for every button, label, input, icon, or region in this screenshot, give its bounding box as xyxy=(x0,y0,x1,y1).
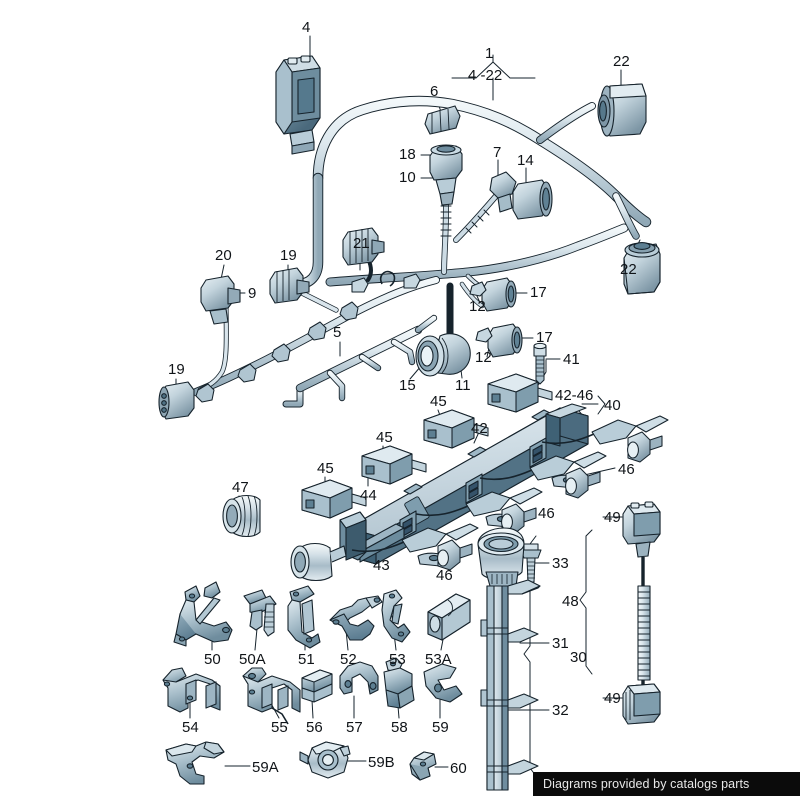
callout-44: 44 xyxy=(360,487,377,504)
callout-59A: 59A xyxy=(252,759,279,776)
callout-55: 55 xyxy=(271,719,288,736)
callout-57: 57 xyxy=(346,719,363,736)
callout-22-top: 22 xyxy=(613,53,630,70)
callout-19-lower: 19 xyxy=(168,361,185,378)
callout-46-b: 46 xyxy=(538,505,555,522)
callout-10: 10 xyxy=(399,169,416,186)
callout-4: 4 xyxy=(302,19,311,36)
callout-20: 20 xyxy=(215,247,232,264)
callout-59B: 59B xyxy=(368,754,395,771)
callout-9: 9 xyxy=(248,285,257,302)
callout-41: 41 xyxy=(563,351,580,368)
callout-11: 11 xyxy=(455,377,471,394)
callout-30: 30 xyxy=(570,649,587,666)
callout-48: 48 xyxy=(562,593,579,610)
callout-56: 56 xyxy=(306,719,323,736)
watermark-banner: Diagrams provided by catalogs parts xyxy=(533,772,800,796)
callout-46-c: 46 xyxy=(436,567,453,584)
callout-49-upper: 49 xyxy=(604,509,621,526)
callout-60: 60 xyxy=(450,760,467,777)
callout-4-22: 4 -22 xyxy=(468,67,503,84)
callout-45-a: 45 xyxy=(430,393,447,410)
callout-50: 50 xyxy=(204,651,221,668)
callout-31: 31 xyxy=(552,635,569,652)
callout-22-bottom: 22 xyxy=(620,261,637,278)
callout-15: 15 xyxy=(399,377,416,394)
callout-18: 18 xyxy=(399,146,416,163)
callout-12-lower: 12 xyxy=(475,349,492,366)
callout-19-upper: 19 xyxy=(280,247,297,264)
callout-51: 51 xyxy=(298,651,315,668)
callout-53: 53 xyxy=(389,651,406,668)
watermark-text: Diagrams provided by catalogs parts xyxy=(543,777,750,791)
callout-46-a: 46 xyxy=(618,461,635,478)
callout-14: 14 xyxy=(517,152,534,169)
callout-17-upper: 17 xyxy=(530,284,547,301)
callout-45-b: 45 xyxy=(376,429,393,446)
callout-1: 1 xyxy=(485,45,494,62)
callout-32: 32 xyxy=(552,702,569,719)
callout-58: 58 xyxy=(391,719,408,736)
callout-49-lower: 49 xyxy=(604,690,621,707)
callout-42: 42 xyxy=(471,420,488,437)
callout-6: 6 xyxy=(430,83,439,100)
callout-59: 59 xyxy=(432,719,449,736)
callout-52: 52 xyxy=(340,651,357,668)
callout-50A: 50A xyxy=(239,651,266,668)
callout-43: 43 xyxy=(373,557,390,574)
callout-54: 54 xyxy=(182,719,199,736)
callout-45-c: 45 xyxy=(317,460,334,477)
callout-47: 47 xyxy=(232,479,249,496)
callout-12-upper: 12 xyxy=(469,298,486,315)
callout-33: 33 xyxy=(552,555,569,572)
callout-17-lower: 17 xyxy=(536,329,553,346)
callout-5: 5 xyxy=(333,324,342,341)
callout-53A: 53A xyxy=(425,651,452,668)
callout-40: 40 xyxy=(604,397,621,414)
callout-42-46: 42-46 xyxy=(555,387,594,404)
callout-7: 7 xyxy=(493,144,502,161)
callout-21: 21 xyxy=(353,235,370,252)
